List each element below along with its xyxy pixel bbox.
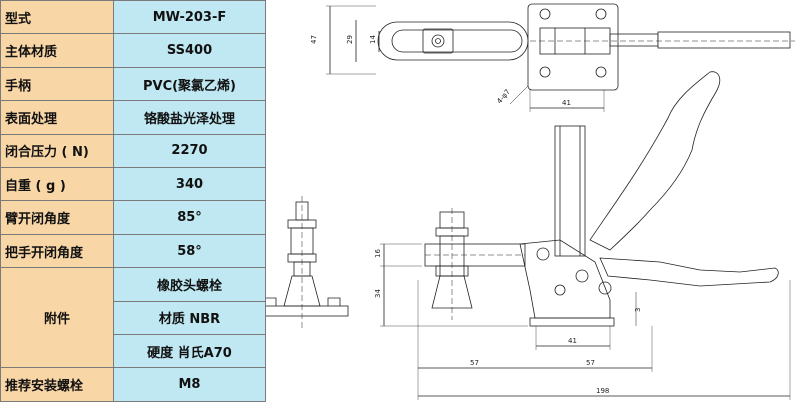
dim-34: 34 <box>374 289 382 298</box>
dimension-labels: 47 29 14 41 4-φ7 16 34 3 41 57 57 198 <box>310 35 642 395</box>
table-row: 自重 ( g ) 340 <box>0 167 266 202</box>
front-view <box>380 71 791 400</box>
dim-hole: 4-φ7 <box>495 88 511 105</box>
spec-label-model: 型式 <box>0 0 114 35</box>
dim-47: 47 <box>310 35 318 44</box>
top-view <box>326 3 795 112</box>
rubber-bolt-view <box>266 196 349 330</box>
spec-value-bolt: M8 <box>113 367 266 402</box>
spec-label-material: 主体材质 <box>0 33 114 68</box>
table-row: 推荐安装螺栓 M8 <box>0 367 266 402</box>
dim-16: 16 <box>374 249 382 258</box>
table-row: 臂开闭角度 85° <box>0 200 266 235</box>
table-row: 硬度 肖氏A70 <box>1 334 266 369</box>
spec-value-accessory-2: 材质 NBR <box>113 300 266 336</box>
spec-value-model: MW-203-F <box>113 0 266 35</box>
spec-label-force: 闭合压力 ( N) <box>0 133 114 169</box>
table-row: 主体材质 SS400 <box>0 33 266 68</box>
spec-label-arm-angle: 臂开闭角度 <box>0 200 114 235</box>
spec-label-handle-angle: 把手开闭角度 <box>0 233 114 269</box>
spec-value-force: 2270 <box>113 133 266 169</box>
table-row: 闭合压力 ( N) 2270 <box>0 133 266 169</box>
spec-label-accessory: 附件 <box>0 267 114 369</box>
dim-57-left: 57 <box>470 359 479 367</box>
table-row: 型式 MW-203-F <box>0 0 266 35</box>
spec-value-handle-angle: 58° <box>113 233 266 269</box>
spec-value-accessory-3: 硬度 肖氏A70 <box>113 334 266 369</box>
spec-value-material: SS400 <box>113 33 266 68</box>
dim-3: 3 <box>634 308 642 312</box>
dim-41-base: 41 <box>568 337 577 345</box>
table-row: 表面处理 铬酸盐光泽处理 <box>0 100 266 135</box>
spec-table: 型式 MW-203-F 主体材质 SS400 手柄 PVC(聚氯乙烯) 表面处理… <box>0 0 266 402</box>
spec-value-surface: 铬酸盐光泽处理 <box>113 100 266 135</box>
spec-value-arm-angle: 85° <box>113 200 266 235</box>
spec-label-handle: 手柄 <box>0 66 114 102</box>
table-row: 材质 NBR <box>1 300 266 336</box>
spec-label-bolt: 推荐安装螺栓 <box>0 367 114 402</box>
spec-value-weight: 340 <box>113 167 266 202</box>
dim-29: 29 <box>346 35 354 44</box>
technical-drawing: 47 29 14 41 4-φ7 16 34 3 41 57 57 198 <box>266 3 795 400</box>
table-row: 附件 橡胶头螺栓 <box>0 267 266 369</box>
dim-41-top: 41 <box>562 99 571 107</box>
spec-value-handle: PVC(聚氯乙烯) <box>113 66 266 102</box>
table-row: 把手开闭角度 58° <box>0 233 266 269</box>
dim-57-right: 57 <box>586 359 595 367</box>
spec-value-accessory-1: 橡胶头螺栓 <box>113 267 266 302</box>
spec-label-surface: 表面处理 <box>0 100 114 135</box>
spec-label-weight: 自重 ( g ) <box>0 167 114 202</box>
table-row: 手柄 PVC(聚氯乙烯) <box>0 66 266 102</box>
dim-198: 198 <box>596 387 609 395</box>
dim-14: 14 <box>369 35 377 44</box>
